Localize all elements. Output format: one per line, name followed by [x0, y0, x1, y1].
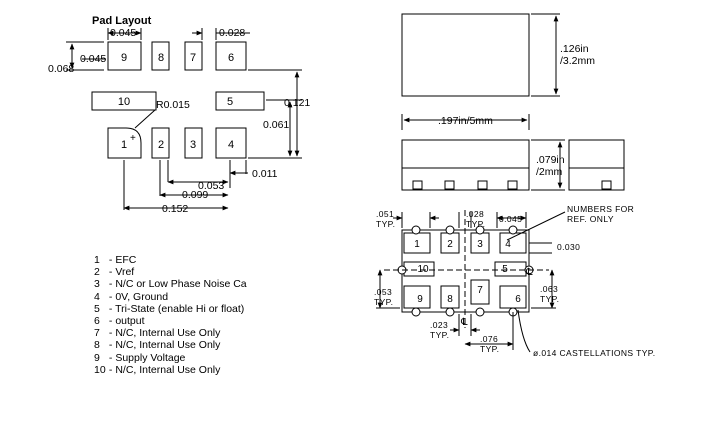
pad-7 — [184, 41, 203, 71]
dim-bv-028-typ: TYP. — [466, 219, 485, 229]
dim-corner-radius: R0.015 — [156, 99, 190, 111]
pad-label-5: 5 — [227, 96, 233, 108]
top-view — [401, 13, 560, 130]
pad-label-3: 3 — [190, 139, 196, 151]
dim-bv-053: .053 — [374, 287, 392, 297]
package-end-outline — [568, 139, 625, 191]
pad-10 — [91, 91, 157, 111]
dim-bv-076-typ: TYP. — [480, 344, 499, 354]
bv-label-4: 4 — [505, 239, 511, 250]
legend-item: 10 - N/C, Internal Use Only — [94, 363, 221, 376]
dim-bv-063: .063 — [540, 284, 558, 294]
bv-label-3: 3 — [477, 239, 483, 250]
pin-legend: 1 - EFC 2 - Vref 3 - N/C or Low Phase No… — [94, 254, 247, 376]
bv-label-6: 6 — [515, 294, 521, 305]
bv-label-2: 2 — [447, 239, 453, 250]
legend-item: 6 - output — [94, 315, 145, 328]
note-numbers: NUMBERS FOR — [567, 204, 634, 214]
dim-061: 0.061 — [263, 119, 289, 131]
dim-053: 0.053 — [198, 180, 224, 192]
legend-item: 8 - N/C, Internal Use Only — [94, 339, 221, 352]
dim-121: 0.121 — [284, 97, 310, 109]
dim-bv-030: 0.030 — [557, 242, 580, 252]
castellations-note: ø.014 CASTELLATIONS TYP. — [533, 348, 656, 358]
pad-6 — [215, 41, 247, 71]
pin1-plus-mark: + — [130, 133, 136, 144]
pad-1 — [107, 127, 142, 159]
legend-item: 9 - Supply Voltage — [94, 351, 186, 364]
pad-5 — [215, 91, 265, 111]
bv-label-8: 8 — [447, 294, 453, 305]
pad-label-4: 4 — [228, 139, 234, 151]
pad-4 — [215, 127, 247, 159]
pad-label-10: 10 — [118, 96, 130, 108]
centerline-symbols: ℄ ℄ — [460, 267, 533, 328]
legend-item: 4 - 0V, Ground — [94, 290, 169, 303]
pad-label-2: 2 — [158, 139, 164, 151]
dim-pad-width: 0.045 — [80, 53, 106, 65]
pad-2 — [151, 127, 170, 159]
pad-layout-dimensions: 0.045 0.028 0.068 0.045 R0.015 0.121 0.0… — [48, 27, 310, 215]
bv-label-10: 10 — [417, 264, 429, 275]
dim-height-in: .126in — [560, 43, 589, 55]
pad-label-8: 8 — [158, 52, 164, 64]
dim-bv-076: .076 — [480, 334, 498, 344]
legend-item: 3 - N/C or Low Phase Noise Ca — [94, 278, 247, 291]
bv-label-7: 7 — [477, 285, 483, 296]
pad-3 — [184, 127, 203, 159]
dim-side-height-in: .079in — [536, 154, 565, 166]
legend-item: 1 - EFC — [94, 254, 137, 266]
dim-152: 0.152 — [162, 203, 188, 215]
dim-side-height-mm: /2mm — [536, 166, 563, 178]
side-view-dimensions: .079in /2mm — [536, 154, 565, 178]
dim-pad-height: 0.068 — [48, 63, 74, 75]
dim-pitch-top: 0.045 — [110, 27, 136, 39]
pad-labels: 9 8 7 6 10 5 1 2 3 4 — [118, 52, 234, 151]
bv-pad-4 — [499, 232, 527, 254]
dim-bv-028: .028 — [466, 209, 484, 219]
bv-label-5: 5 — [502, 264, 508, 275]
pad-9 — [107, 41, 142, 71]
dim-height-mm: /3.2mm — [560, 55, 595, 67]
bv-pad-7 — [470, 279, 490, 305]
dim-bv-051: .051 — [376, 209, 394, 219]
bottom-view — [376, 210, 566, 353]
pad-layout: Pad Layout — [66, 15, 302, 211]
dim-bv-051-typ: TYP. — [376, 219, 395, 229]
package-side-outline — [401, 139, 530, 191]
dim-bv-023-typ: TYP. — [430, 330, 449, 340]
top-view-dimensions: .126in /3.2mm .197in/5mm — [438, 43, 595, 127]
bottom-view-pad-labels: 1 2 3 4 10 5 9 8 7 6 — [414, 239, 521, 305]
pad-label-1: 1 — [121, 139, 127, 151]
bv-label-9: 9 — [417, 294, 423, 305]
dim-bv-045: 0.045 — [499, 214, 522, 224]
dim-bv-023: .023 — [430, 320, 448, 330]
legend-item: 5 - Tri-State (enable Hi or float) — [94, 302, 245, 315]
dim-bv-063-typ: TYP. — [540, 294, 559, 304]
bv-label-1: 1 — [414, 239, 420, 250]
pad-label-9: 9 — [121, 52, 127, 64]
side-view — [401, 139, 625, 191]
pad-layout-title: Pad Layout — [92, 15, 152, 27]
pad-8 — [151, 41, 170, 71]
dim-099: 0.099 — [182, 189, 208, 201]
note-ref-only: REF. ONLY — [567, 214, 614, 224]
pad-label-6: 6 — [228, 52, 234, 64]
bv-pad-6 — [499, 285, 527, 309]
package-top-outline — [401, 13, 530, 97]
pad-label-7: 7 — [190, 52, 196, 64]
dim-width: .197in/5mm — [438, 115, 493, 127]
legend-item: 7 - N/C, Internal Use Only — [94, 327, 221, 340]
dim-bv-053-typ: TYP. — [374, 297, 393, 307]
centerline-symbol-h: ℄ — [525, 267, 533, 278]
dim-011: 0.011 — [252, 168, 278, 180]
bv-pad-5 — [494, 261, 527, 277]
dim-gap-top: 0.028 — [219, 27, 245, 39]
centerline-symbol-v: ℄ — [460, 317, 468, 328]
legend-item: 2 - Vref — [94, 266, 135, 279]
bottom-view-dimensions: .051 TYP. .028 TYP. 0.045 NUMBERS FOR RE… — [374, 204, 656, 358]
